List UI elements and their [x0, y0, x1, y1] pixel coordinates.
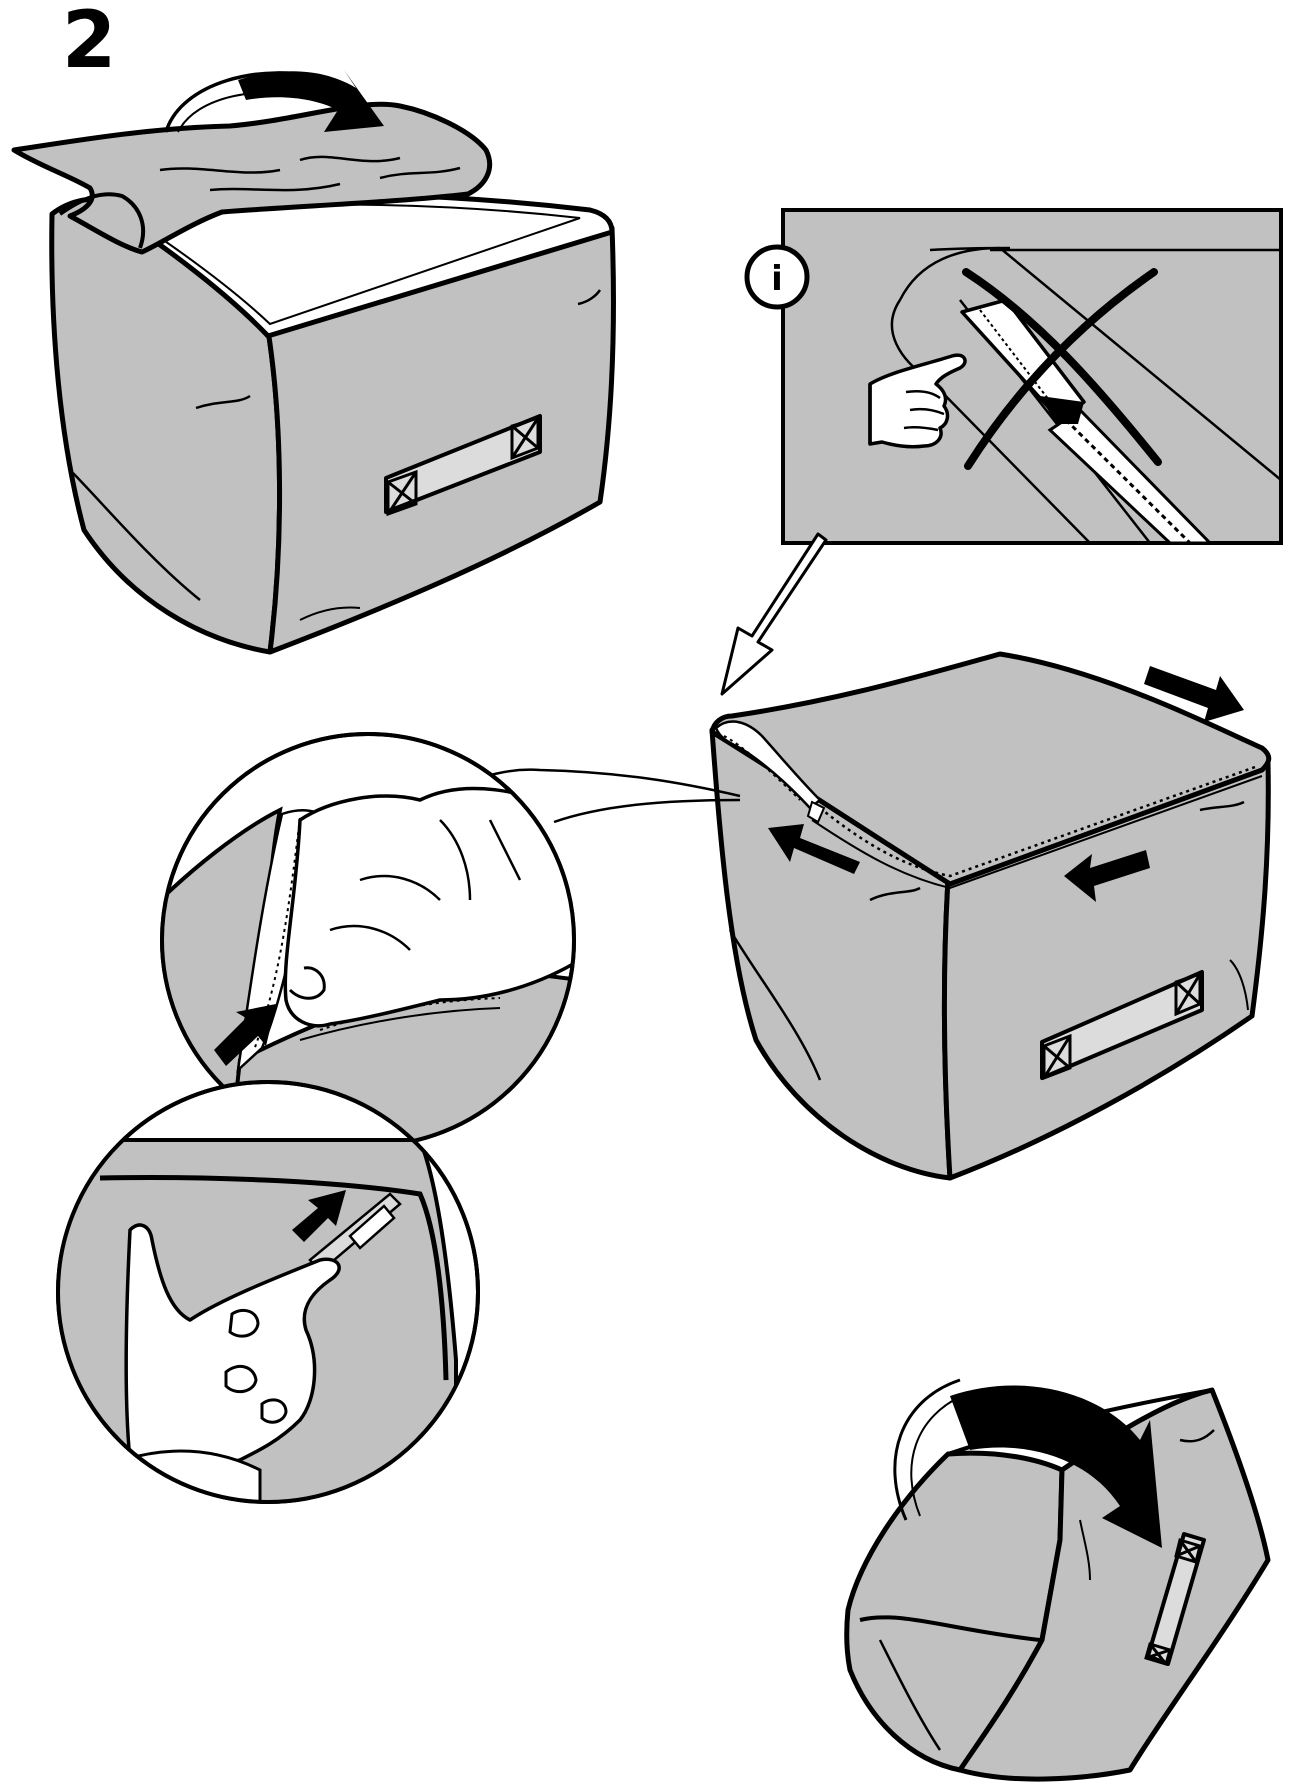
- cube-with-zipper: [461, 651, 1272, 1181]
- info-icon: i: [744, 244, 810, 310]
- info-panel: i: [744, 208, 1283, 545]
- step-number: 2: [62, 0, 117, 86]
- direction-arrow-icon: [292, 1190, 346, 1242]
- zoom-detail-slot: [56, 1080, 480, 1504]
- cube-being-flipped: [844, 1378, 1271, 1782]
- prohibited-cross-icon: [962, 268, 1162, 470]
- direction-arrow-icon: [1064, 850, 1150, 902]
- direction-arrow-icon: [214, 1004, 276, 1066]
- rotate-arrow-icon: [950, 1385, 1162, 1548]
- cube-with-insert: [11, 70, 616, 655]
- pointer-arrow: [720, 532, 828, 696]
- rotate-arrow-icon: [238, 70, 384, 132]
- info-symbol: i: [771, 259, 783, 299]
- direction-arrow-icon: [768, 824, 860, 874]
- direction-arrow-icon: [1144, 666, 1244, 722]
